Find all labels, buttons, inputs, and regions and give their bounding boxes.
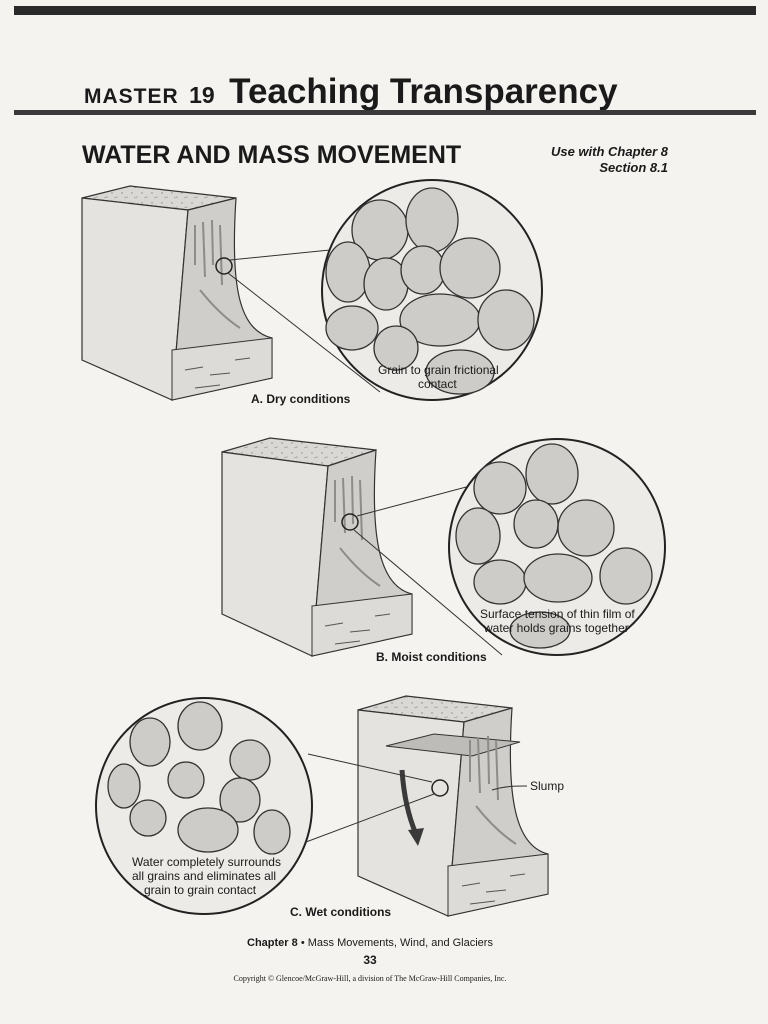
caption-a: A. Dry conditions: [251, 392, 351, 406]
soil-block-c: [357, 695, 549, 917]
callout-c-line-2: all grains and eliminates all: [132, 869, 276, 883]
magnified-view-a: Grain to grain frictional contact: [321, 179, 543, 401]
page-number: 33: [363, 953, 377, 967]
callout-b-line-1: Surface tension of thin film of: [480, 607, 635, 621]
copyright-notice: Copyright © Glencoe/McGraw-Hill, a divis…: [233, 974, 507, 983]
magnified-view-c: Water completely surrounds all grains an…: [95, 697, 313, 915]
footer-chapter-line: Chapter 8 • Mass Movements, Wind, and Gl…: [0, 937, 740, 949]
callout-c-line-1: Water completely surrounds: [132, 855, 281, 869]
master-header: MASTER 19 Teaching Transparency: [84, 72, 618, 112]
use-with-chapter: Use with Chapter 8: [550, 144, 668, 159]
slump-label: Slump: [530, 779, 564, 793]
master-label: MASTER: [84, 85, 179, 108]
footer-chapter-subtitle: • Mass Movements, Wind, and Glaciers: [300, 937, 493, 949]
master-title: Teaching Transparency: [229, 72, 618, 111]
callout-a-line-1: Grain to grain frictional: [378, 363, 499, 377]
master-number: 19: [189, 82, 215, 108]
panel-b-moist: Surface tension of thin film of water ho…: [221, 437, 666, 664]
callout-b-line-2: water holds grains together: [483, 621, 629, 635]
slump-arrow-icon: [408, 828, 424, 846]
callout-c-line-3: grain to grain contact: [144, 883, 257, 897]
sample-marker-c: [431, 779, 449, 797]
panel-a-dry: Grain to grain frictional contact A. Dry…: [81, 179, 543, 406]
soil-block-a: [81, 185, 273, 401]
soil-block-b: [221, 437, 413, 657]
caption-b: B. Moist conditions: [376, 650, 487, 664]
page-title: WATER AND MASS MOVEMENT: [82, 141, 462, 169]
panel-c-wet: Water completely surrounds all grains an…: [95, 695, 564, 919]
magnified-view-b: Surface tension of thin film of water ho…: [448, 438, 666, 656]
use-with-note: Use with Chapter 8 Section 8.1: [551, 144, 668, 176]
footer-chapter-label: Chapter 8: [247, 937, 298, 949]
sample-marker-a: [215, 257, 233, 275]
use-with-section: Section 8.1: [599, 160, 668, 175]
top-border-bar: [14, 6, 756, 15]
sample-marker-b: [341, 513, 359, 531]
caption-c: C. Wet conditions: [290, 905, 391, 919]
callout-a-line-2: contact: [418, 377, 457, 391]
header-rule: [14, 110, 756, 115]
